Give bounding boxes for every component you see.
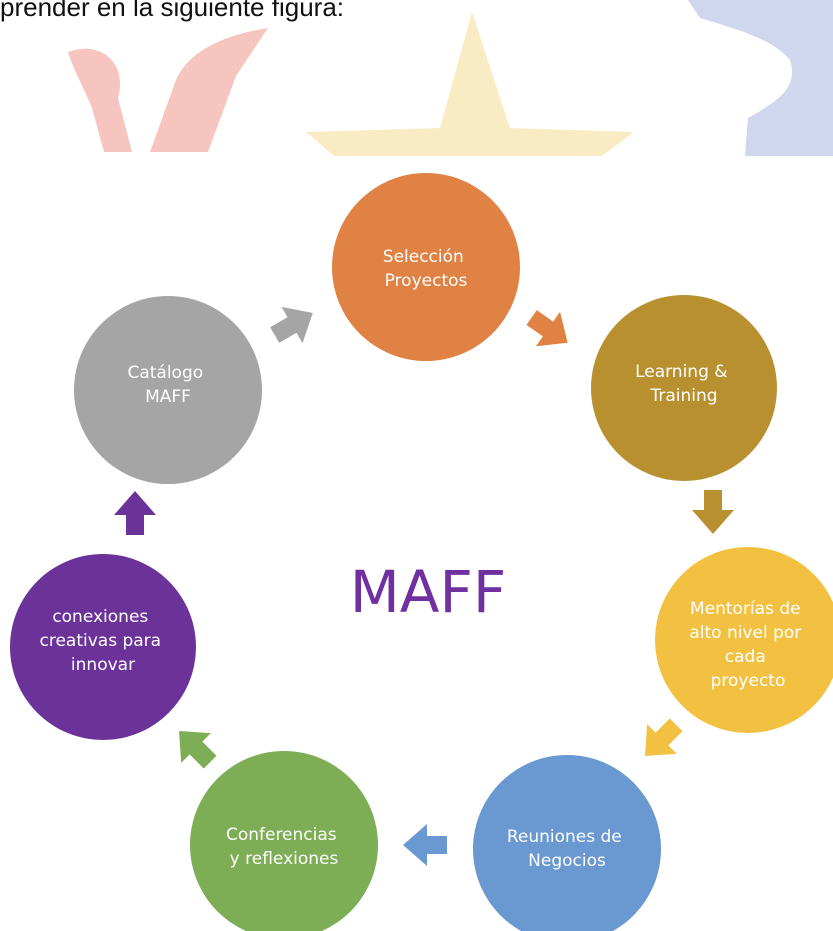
node-label: Learning & Training — [635, 362, 733, 406]
node-learning: Learning & Training — [591, 295, 777, 481]
arrow-icon — [692, 490, 734, 534]
node-label: Conferencias y reflexiones — [226, 825, 342, 869]
node-circle — [74, 296, 262, 484]
node-label: Catálogo MAFF — [127, 363, 208, 407]
blue-decoration — [688, 0, 833, 156]
node-conferencias: Conferencias y reflexiones — [190, 751, 378, 931]
node-circle — [332, 173, 520, 361]
arrow-icon — [645, 718, 683, 756]
node-circle — [473, 755, 661, 931]
arrow-icon — [403, 824, 447, 866]
cycle-arrows — [114, 306, 734, 866]
node-circle — [591, 295, 777, 481]
arrow-icon — [179, 731, 217, 769]
node-catalogo: Catálogo MAFF — [74, 296, 262, 484]
node-label: conexiones creativas para innovar — [40, 607, 167, 675]
cycle-nodes: Selección Proyectos Learning & Training … — [10, 173, 833, 931]
node-circle — [190, 751, 378, 931]
intro-text: prender en la siguiente figura: — [0, 0, 345, 22]
node-label: Selección Proyectos — [383, 247, 469, 291]
center-title: MAFF — [350, 558, 506, 626]
arrow-icon — [270, 306, 313, 344]
arrow-icon — [114, 491, 156, 535]
node-seleccion: Selección Proyectos — [332, 173, 520, 361]
coral-decoration — [68, 28, 268, 152]
node-label: Mentorías de alto nivel por cada proyect… — [689, 599, 806, 691]
node-circle — [10, 554, 196, 740]
triangle-decoration — [306, 12, 634, 156]
arrow-icon — [526, 310, 568, 347]
node-circle — [655, 547, 833, 733]
node-label: Reuniones de Negocios — [507, 827, 627, 871]
node-conexiones: conexiones creativas para innovar — [10, 554, 196, 740]
node-mentorias: Mentorías de alto nivel por cada proyect… — [655, 547, 833, 733]
node-reuniones: Reuniones de Negocios — [473, 755, 661, 931]
header-decoration — [68, 0, 833, 156]
